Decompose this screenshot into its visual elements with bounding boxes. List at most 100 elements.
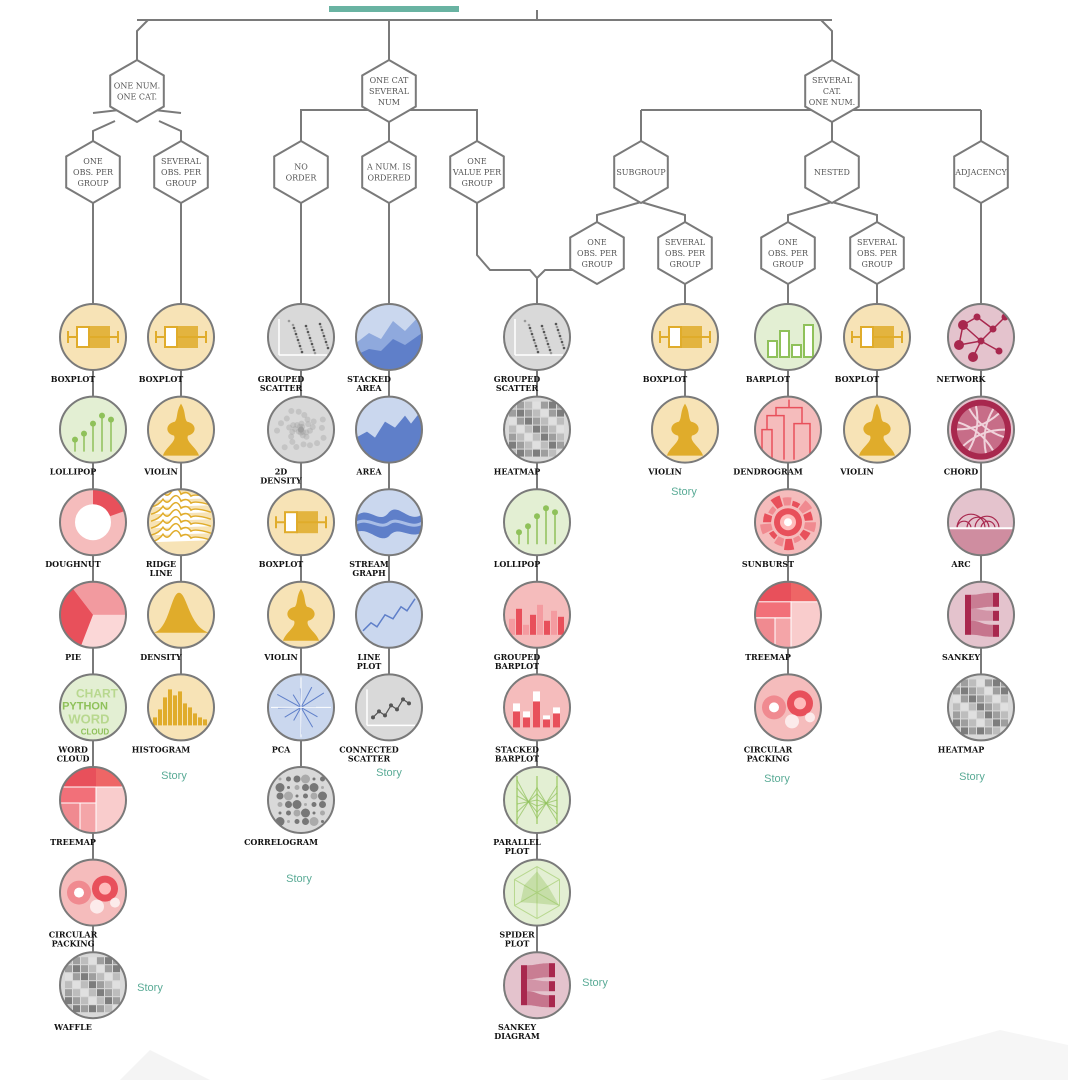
- decision-node-nested: NESTED: [804, 139, 860, 205]
- lollipop-icon: [72, 412, 114, 452]
- decision-node-label: NUM: [378, 98, 400, 107]
- chart-node-label: PARALLEL: [493, 837, 541, 847]
- circular-packing-icon: [67, 875, 120, 914]
- chart-node[interactable]: CHORD: [944, 395, 1015, 477]
- chart-node[interactable]: HISTOGRAM: [132, 673, 215, 754]
- chart-node[interactable]: HEATMAP: [938, 673, 1015, 754]
- chart-node-label: LOLLIPOP: [494, 559, 541, 569]
- chart-node[interactable]: SUNBURST: [742, 488, 822, 569]
- chart-node[interactable]: VIOLIN: [263, 580, 335, 662]
- chart-node[interactable]: BOXPLOT: [51, 303, 127, 384]
- story-link[interactable]: Story: [764, 773, 790, 785]
- chart-node[interactable]: VIOLIN: [839, 395, 911, 477]
- connected-scatter-icon: [366, 689, 415, 727]
- stacked-area-icon: [356, 313, 422, 370]
- chart-node[interactable]: BOXPLOT: [643, 303, 719, 384]
- chart-node-label: PCA: [272, 744, 291, 754]
- scatter-icon: [514, 319, 566, 356]
- chart-node-label: CONNECTED: [339, 744, 398, 754]
- chart-node[interactable]: BOXPLOT: [835, 303, 911, 384]
- chart-node[interactable]: WAFFLE: [53, 951, 127, 1032]
- chart-node-label: WORD: [57, 744, 88, 754]
- chart-node[interactable]: BOXPLOT: [259, 488, 335, 569]
- decision-node-label: GROUP: [861, 260, 893, 269]
- wordcloud-word: CLOUD: [81, 727, 110, 736]
- story-link[interactable]: Story: [137, 982, 163, 994]
- decision-node-subgroup: SUBGROUP: [613, 139, 669, 205]
- chart-node[interactable]: VIOLIN: [143, 395, 215, 477]
- decision-node-label: ONE: [83, 157, 103, 166]
- wordcloud-word: PYTHON: [62, 700, 108, 712]
- chart-node[interactable]: LOLLIPOP: [50, 395, 127, 477]
- chart-node[interactable]: HEATMAP: [494, 395, 571, 477]
- chart-node-circle: [60, 674, 126, 741]
- decision-node-label: VALUE PER: [452, 168, 502, 177]
- chart-node-label: HISTOGRAM: [132, 744, 191, 754]
- story-link[interactable]: Story: [161, 770, 187, 782]
- chart-node[interactable]: PCA: [267, 673, 335, 754]
- chart-node-label: PLOT: [357, 661, 382, 671]
- decision-node-label: SEVERAL: [812, 76, 853, 85]
- chart-node-label: DENSITY: [260, 476, 302, 486]
- decision-node-root-num-cat: ONE NUM.ONE CAT.: [109, 58, 165, 124]
- chart-node[interactable]: NETWORK: [937, 303, 1015, 384]
- chart-node[interactable]: BARPLOT: [746, 303, 822, 384]
- chart-node[interactable]: BOXPLOT: [139, 303, 215, 384]
- chart-node[interactable]: AREA: [355, 395, 423, 477]
- chart-node-label: ARC: [950, 559, 970, 569]
- chart-node[interactable]: LOLLIPOP: [494, 488, 571, 569]
- decision-node-label: ONE CAT: [370, 76, 409, 85]
- waffle-icon: [65, 957, 120, 1013]
- chart-node-label: BOXPLOT: [835, 374, 880, 384]
- chart-node[interactable]: TREEMAP: [50, 766, 127, 847]
- decision-node-label: ONE NUM.: [809, 98, 855, 107]
- chart-node[interactable]: SANKEY: [942, 580, 1015, 662]
- story-link[interactable]: Story: [959, 771, 985, 783]
- chart-node[interactable]: PIE: [59, 580, 127, 662]
- decision-node-label: SEVERAL: [161, 157, 202, 166]
- chart-node-label: CHORD: [944, 467, 979, 477]
- chart-node-label: BOXPLOT: [259, 559, 304, 569]
- chart-node-label: DOUGHNUT: [45, 559, 101, 569]
- chart-node[interactable]: DENDROGRAM: [733, 395, 822, 477]
- grouped-barplot-icon: [509, 604, 564, 635]
- decision-node-label: GROUP: [772, 260, 804, 269]
- chart-node-label: CIRCULAR: [744, 744, 793, 754]
- story-link[interactable]: Story: [286, 873, 312, 885]
- decision-node-label: GROUP: [461, 179, 493, 188]
- chart-node[interactable]: DOUGHNUT: [45, 488, 127, 569]
- chart-node[interactable]: VIOLIN: [647, 395, 719, 477]
- accent-bar: [329, 6, 459, 12]
- chart-node[interactable]: CORRELOGRAM: [244, 766, 335, 847]
- chart-node[interactable]: TREEMAP: [745, 580, 822, 662]
- correlogram-icon: [275, 774, 327, 826]
- story-link[interactable]: Story: [376, 767, 402, 779]
- heatmap-icon: [953, 679, 1008, 735]
- story-link[interactable]: Story: [671, 486, 697, 498]
- lollipop-icon: [516, 505, 558, 545]
- chart-node[interactable]: DENSITY: [140, 580, 215, 662]
- story-link[interactable]: Story: [582, 977, 608, 989]
- decision-node-label: SEVERAL: [665, 238, 706, 247]
